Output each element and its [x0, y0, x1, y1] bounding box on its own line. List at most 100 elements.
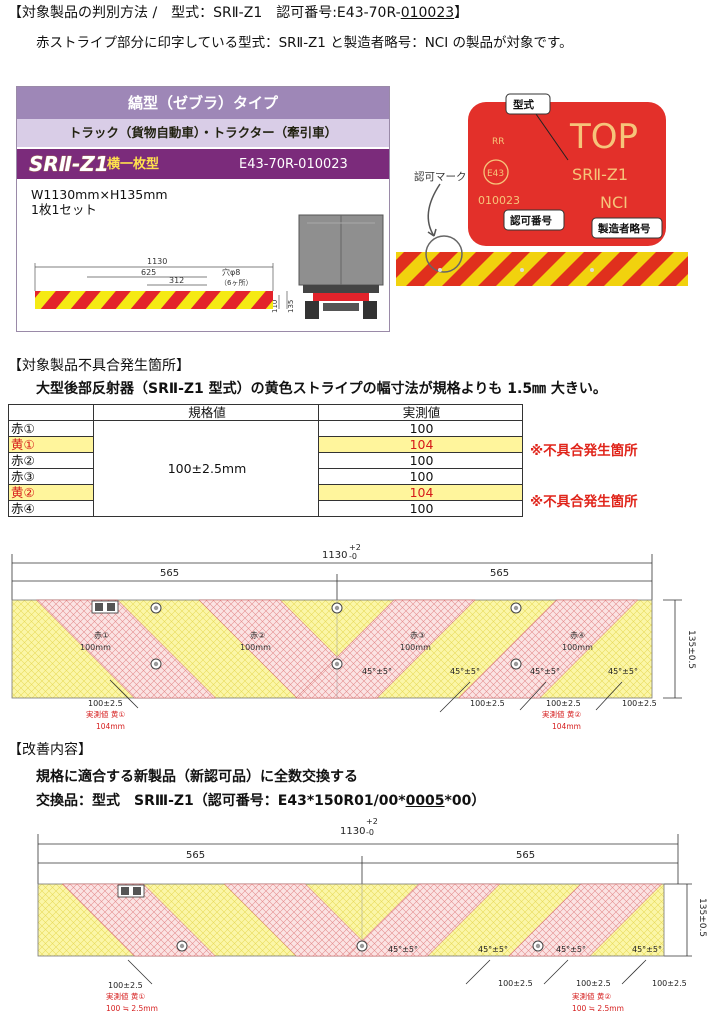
- plate-e-mark: E43: [487, 169, 504, 179]
- table-row-label: 赤①: [8, 420, 94, 437]
- table-row-label: 黄①: [8, 436, 94, 453]
- dim-tol-minus-2: -0: [366, 828, 374, 837]
- section2-heading: 【対象製品不具合発生箇所】: [8, 358, 190, 374]
- stripe-width-2-1: 100±2.5: [108, 981, 143, 990]
- stripe-width-2-2: 100±2.5: [498, 979, 533, 988]
- red-label-2: 赤②: [250, 631, 265, 640]
- plate-top-text: TOP: [569, 117, 638, 157]
- section1-heading-underlined: 010023: [400, 5, 455, 21]
- catalog-size: W1130mm×H135mm: [31, 187, 168, 202]
- red-label-3-width: 100mm: [400, 643, 431, 652]
- mounting-hole-center: [334, 605, 340, 611]
- catalog-dim-h1: 110: [271, 300, 279, 313]
- red-stripe: [346, 883, 501, 957]
- cert-mark-cell: [133, 887, 141, 895]
- dim-right-half-1: 565: [490, 568, 509, 579]
- mounting-hole-center: [153, 605, 159, 611]
- catalog-model-band: SRⅡ-Z1 横一枚型 E43-70R-010023: [17, 149, 389, 179]
- catalog-drawing: 1130 625 312 穴φ8 （6ヶ所） 110 135: [34, 214, 384, 319]
- stripe-width-4: 100±2.5: [622, 699, 657, 708]
- red-stripe: [508, 883, 663, 957]
- callout-maker-box: [591, 217, 663, 239]
- table-row-label: 赤③: [8, 468, 94, 485]
- plate-model-text: SRⅡ-Z1: [572, 165, 628, 184]
- red-width-1: 100mm: [80, 643, 111, 652]
- dim-total-1: 1130: [322, 550, 347, 561]
- angle-2: 45°±5°: [450, 667, 480, 676]
- table-spec-value: 100±2.5mm: [93, 420, 319, 517]
- stripe-width-2: 100±2.5: [470, 699, 505, 708]
- section3-text1: 規格に適合する新製品（新認可品）に全数交換する: [36, 769, 358, 785]
- dim-tol-minus-1: -0: [349, 552, 357, 561]
- measured-value-1: 104mm: [96, 722, 125, 731]
- measured-value-2: 104mm: [552, 722, 581, 731]
- measured-label-1: 実測値 黄①: [86, 709, 125, 719]
- callout-model: 型式: [513, 98, 534, 111]
- section1-heading-close: 】: [454, 5, 469, 21]
- e-mark-icon: [483, 159, 509, 185]
- dim-tol-plus-1: +2: [349, 543, 361, 552]
- plate-cert-no: 010023: [478, 194, 520, 207]
- section1-heading: 【対象製品の判別方法 / 型式：SRⅡ-Z1 認可番号:E43-70R-0100…: [8, 4, 468, 22]
- red-stripe: [457, 599, 639, 699]
- angle-3: 45°±5°: [530, 667, 560, 676]
- section1-text: 赤ストライプ部分に印字している型式：SRⅡ-Z1 と製造者略号：NCI の製品が…: [36, 35, 573, 51]
- catalog-vehicle: トラック（貨物自動車）・トラクター（牽引車）: [17, 119, 389, 147]
- red-stripe: [61, 883, 216, 957]
- table-row-label: 赤④: [8, 500, 94, 517]
- catalog-model-type: 横一枚型: [107, 157, 160, 172]
- stripe-shapes-1: [11, 599, 653, 699]
- table-row-measured: 100: [318, 468, 523, 485]
- measured-label-2-1: 実測値 黄①: [106, 991, 145, 1001]
- catalog-card: 縞型（ゼブラ）タイプ トラック（貨物自動車）・トラクター（牽引車） SRⅡ-Z1…: [16, 86, 390, 332]
- catalog-cert: E43-70R-010023: [239, 157, 348, 172]
- callout-model-box: [505, 93, 551, 115]
- dim-left-half-1: 565: [160, 568, 179, 579]
- stripe-width-1: 100±2.5: [88, 699, 123, 708]
- section3-text2-suffix: *00）: [444, 793, 486, 809]
- section1-heading-text: 【対象製品の判別方法 / 型式：SRⅡ-Z1 認可番号:E43-70R-: [8, 5, 401, 21]
- section3-text2-prefix: 交換品：型式 SRⅢ-Z1（認可番号：E43*150R01/00*: [36, 793, 406, 809]
- mounting-hole-center: [359, 943, 365, 949]
- stripe-diagram-new: 1130 +2 -0 565 565 135±0.5 45°±5° 45°±5°…: [37, 817, 707, 1013]
- defect-note-2: ※不具合発生箇所: [530, 494, 638, 510]
- table-row-label: 赤②: [8, 452, 94, 469]
- table-row-measured: 100: [318, 500, 523, 517]
- angle-4: 45°±5°: [608, 667, 638, 676]
- plate-illustration: TOP RR E43 SRⅡ-Z1 010023 NCI 型式 認可番号 製造者…: [396, 93, 688, 286]
- table-row-measured: 104: [318, 436, 523, 453]
- stripe-diagram-current: 1130 +2 -0 565 565 135±0.5 赤① 100mm 赤② 1…: [11, 543, 696, 731]
- catalog-reflector-bar: [35, 291, 273, 309]
- red-stripe: [35, 599, 217, 699]
- stripe-width-2-3: 100±2.5: [576, 979, 611, 988]
- defect-note-1: ※不具合発生箇所: [530, 443, 638, 459]
- callout-cert-box: [503, 209, 565, 231]
- section3-heading: 【改善内容】: [8, 742, 92, 758]
- truck-rear-icon: [298, 214, 384, 319]
- catalog-title: 縞型（ゼブラ）タイプ: [17, 87, 389, 119]
- table-row-measured: 104: [318, 484, 523, 501]
- angle-2-3: 45°±5°: [556, 945, 586, 954]
- stripe-width-2-4: 100±2.5: [652, 979, 687, 988]
- callout-maker: 製造者略号: [597, 222, 651, 235]
- measured-label-2: 実測値 黄②: [542, 709, 581, 719]
- red-label-1: 赤①: [94, 631, 109, 640]
- red-width-4: 100mm: [562, 643, 593, 652]
- dim-total-2: 1130: [340, 826, 365, 837]
- table-header-measured: 実測値: [318, 404, 523, 421]
- measurement-table: 規格値 実測値 赤① 100±2.5mm 100 黄① 104 赤② 100 赤…: [8, 404, 523, 517]
- stripe-shapes-2: [37, 883, 665, 957]
- plate-maker-text: NCI: [600, 193, 628, 212]
- section3-text2-underlined: 0005: [405, 793, 445, 809]
- measured-value-2-2: 100 ≒ 2.5mm: [572, 1004, 624, 1013]
- dim-height-2: 135±0.5: [697, 898, 707, 937]
- callout-mark: 認可マーク: [414, 170, 467, 183]
- red-label-3: 赤③: [410, 631, 425, 640]
- table-row-measured: 100: [318, 420, 523, 437]
- angle-2-1: 45°±5°: [388, 945, 418, 954]
- reflector-bar-photo: [396, 252, 688, 286]
- catalog-dim-inner: 625: [141, 268, 156, 277]
- dim-left-half-2: 565: [186, 850, 205, 861]
- section2-text: 大型後部反射器（SRⅡ-Z1 型式）の黄色ストライプの幅寸法が規格よりも 1.5…: [36, 381, 607, 397]
- catalog-dim-total: 1130: [147, 257, 167, 266]
